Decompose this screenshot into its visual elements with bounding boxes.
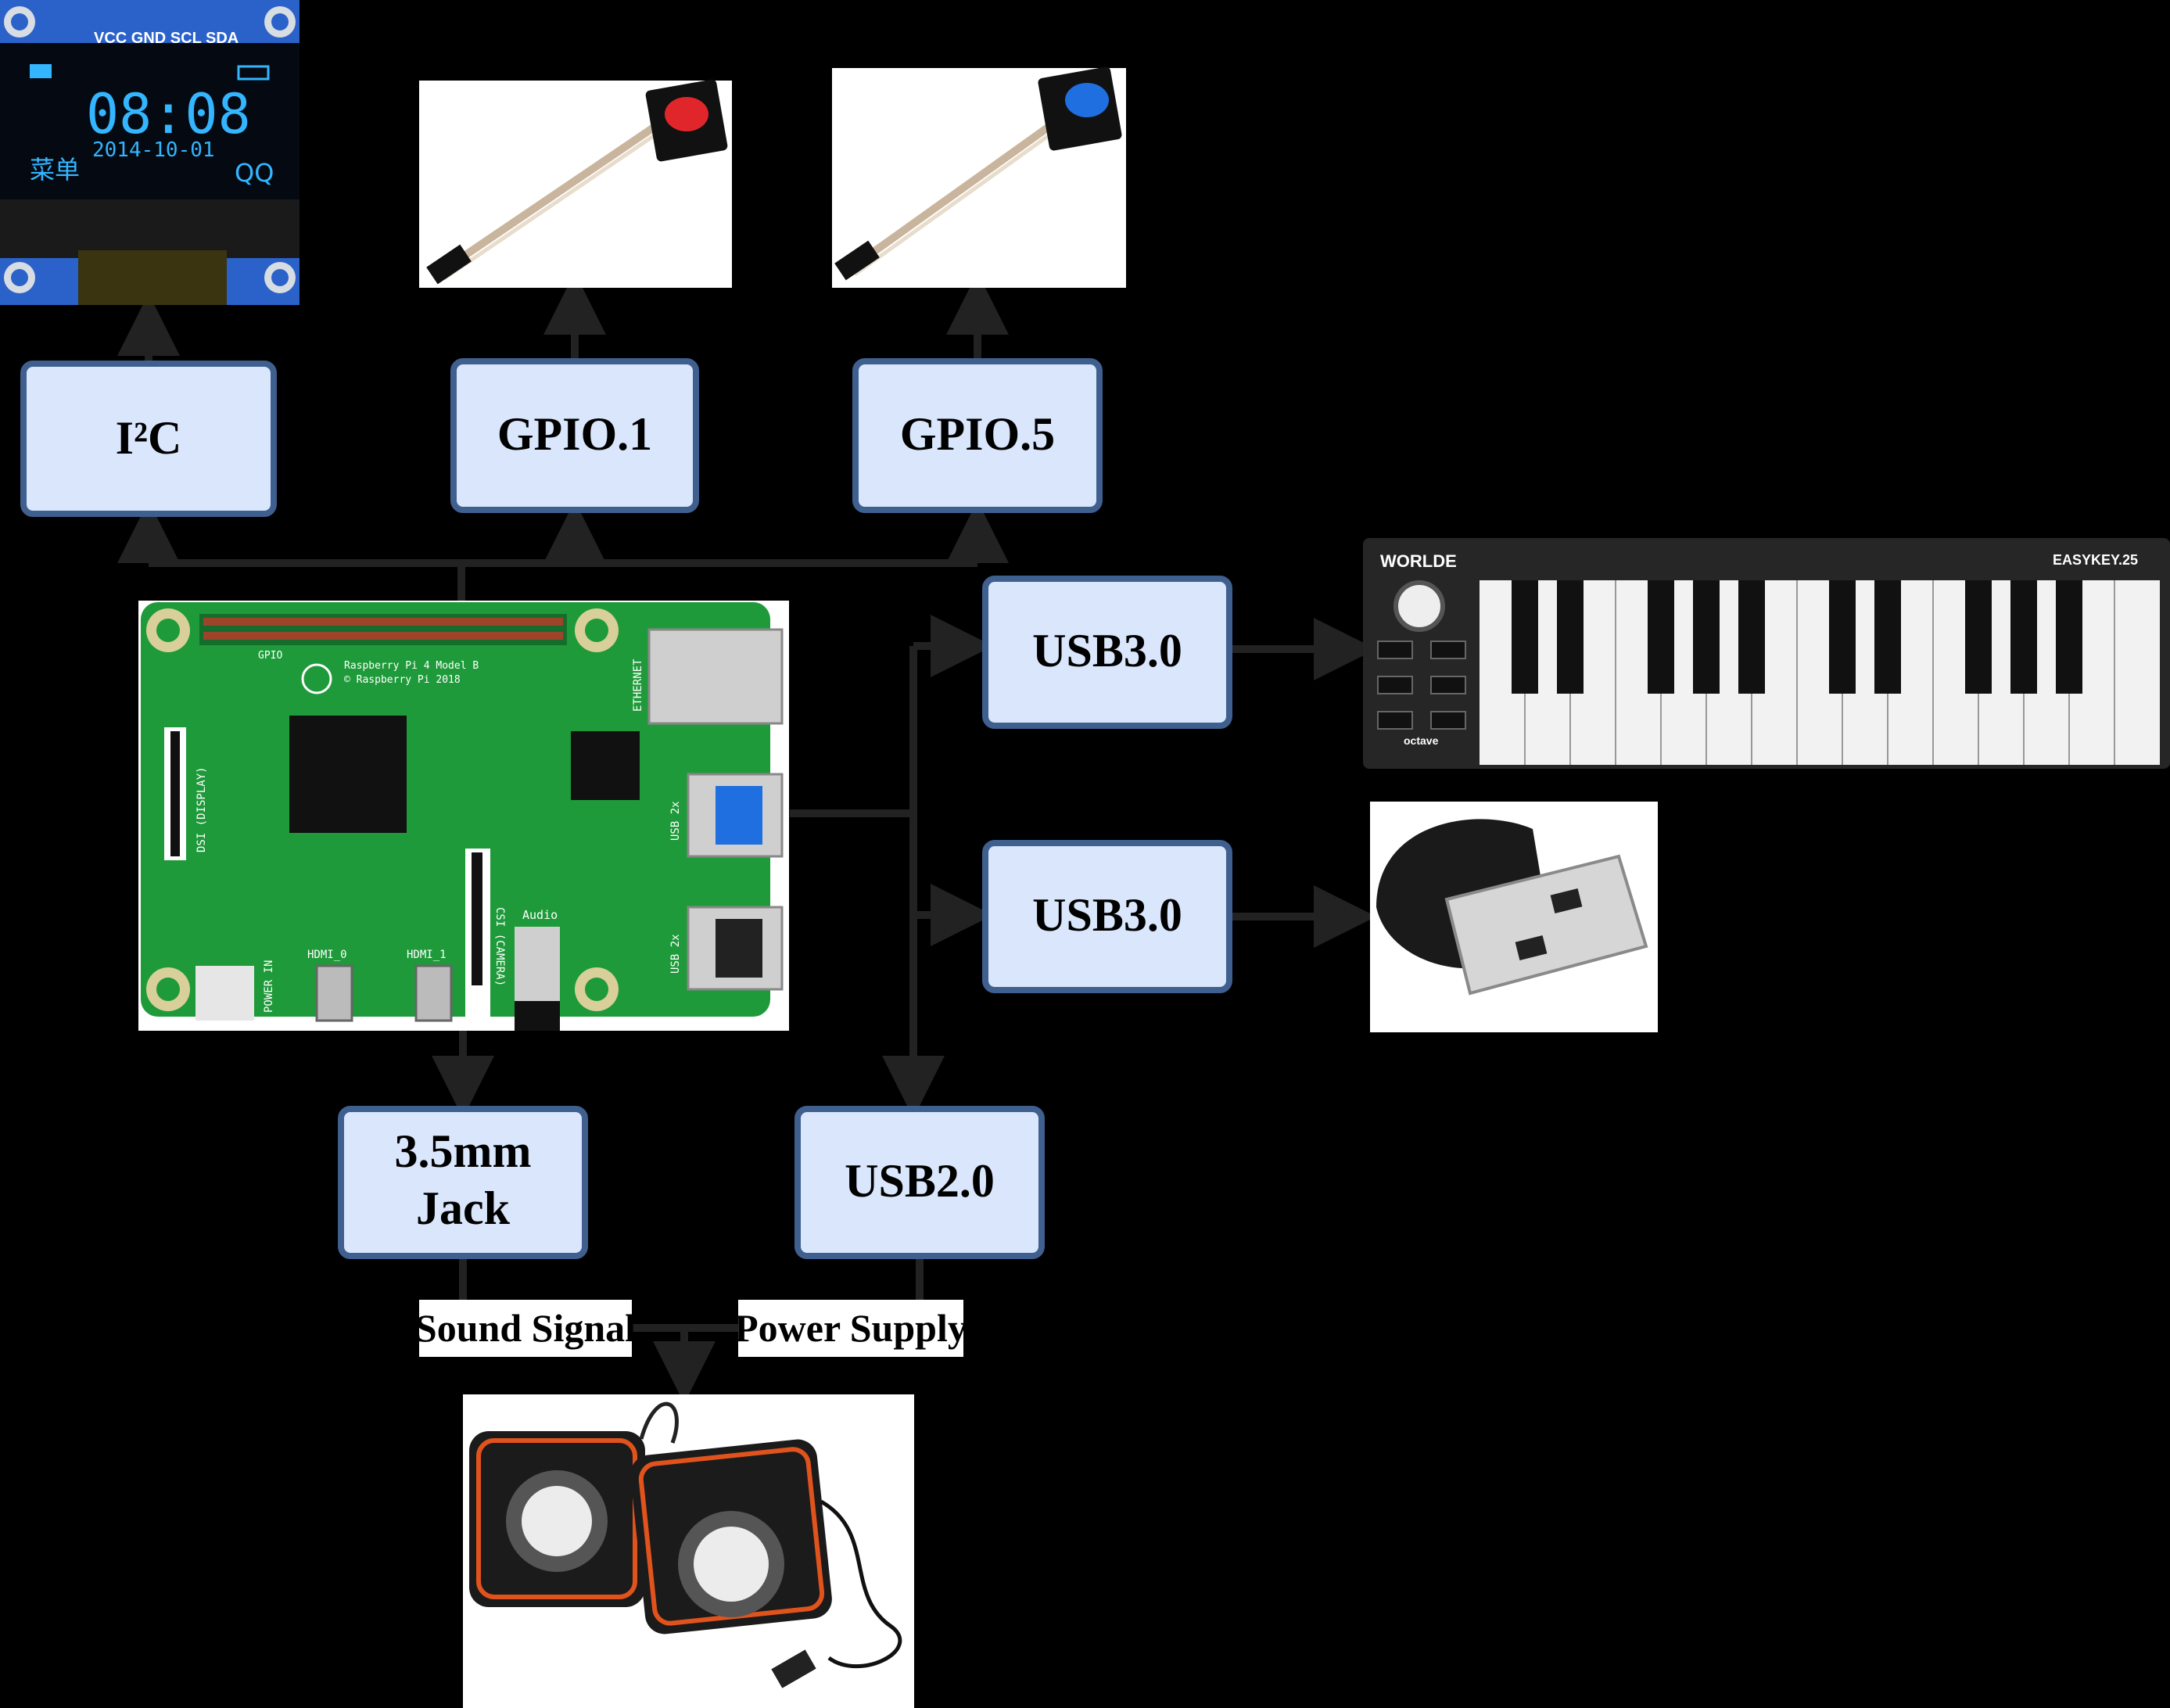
keyboard-brand-label: WORLDE — [1380, 551, 1457, 571]
hdmi0-port — [315, 964, 353, 1022]
black-key — [1965, 580, 1992, 694]
oled-pins-label: VCC GND SCL SDA — [94, 30, 239, 47]
oled-display-image: VCC GND SCL SDA 08:08 2014-10-01 菜单 QQ — [0, 0, 299, 305]
oled-time: 08:08 — [86, 82, 251, 146]
black-key — [2010, 580, 2037, 694]
black-key — [1829, 580, 1856, 694]
i2c-box: I²C — [20, 361, 277, 517]
red-button-image — [419, 79, 732, 288]
ram-chip — [571, 731, 640, 800]
gpio1-box: GPIO.1 — [450, 358, 699, 513]
blue-button-image — [832, 66, 1126, 288]
black-key — [1648, 580, 1674, 694]
black-key — [1512, 580, 1538, 694]
usb2-label: USB2.0 — [845, 1155, 995, 1207]
octave-down-icon — [1377, 711, 1413, 730]
pi-model-label: Raspberry Pi 4 Model B — [344, 660, 479, 672]
signal-icon — [30, 64, 52, 78]
red-button-cap — [665, 97, 708, 131]
pi-copyright-label: © Raspberry Pi 2018 — [344, 674, 461, 686]
connector-lines — [117, 272, 1376, 1404]
black-key — [2056, 580, 2082, 694]
volume-knob-icon — [1393, 580, 1445, 632]
pi-gpio-label: GPIO — [258, 650, 282, 662]
ethernet-port — [647, 628, 784, 725]
audio-jack — [515, 927, 560, 1001]
usb3-keyboard-box: USB3.0 — [982, 576, 1232, 729]
gpio5-label: GPIO.5 — [900, 408, 1055, 460]
blue-button-cap — [1065, 83, 1109, 117]
pi-audio-label: Audio — [522, 908, 558, 922]
i2c-label: I²C — [116, 412, 182, 464]
oled-date: 2014-10-01 — [92, 138, 215, 162]
usb3-mic-box: USB3.0 — [982, 840, 1232, 993]
pi-hdmi1-label: HDMI_1 — [407, 949, 447, 961]
usb2-box: USB2.0 — [794, 1106, 1045, 1259]
gpio5-box: GPIO.5 — [852, 358, 1103, 513]
keyboard-model-label: EASYKEY.25 — [2053, 552, 2138, 568]
black-key — [1693, 580, 1720, 694]
usb-c-power-port — [195, 966, 254, 1021]
hdmi1-port — [414, 964, 453, 1022]
oled-menu: 菜单 — [30, 155, 80, 185]
black-key — [1557, 580, 1584, 694]
usb3-keyboard-label: USB3.0 — [1032, 625, 1182, 676]
raspberry-pi-board-image: GPIO Raspberry Pi 4 Model B © Raspberry … — [138, 601, 789, 1031]
pi-csi-label: CSI (CAMERA) — [493, 907, 506, 986]
pi-ethernet-label: ETHERNET — [632, 658, 644, 712]
pi-dsi-label: DSI (DISPLAY) — [195, 766, 208, 852]
pi-hdmi0-label: HDMI_0 — [307, 949, 347, 961]
pi-usb-a-label: USB 2x — [669, 801, 682, 841]
power-supply-tag: Power Supply — [734, 1300, 967, 1357]
octave-up-icon — [1430, 711, 1466, 730]
sound-signal-label: Sound Signal — [415, 1306, 636, 1350]
battery-icon — [237, 65, 270, 81]
oled-qq: QQ — [235, 158, 274, 188]
pi-power-in-label: POWER IN — [263, 960, 275, 1013]
soc-chip — [289, 716, 407, 833]
midi-keyboard-image: WORLDE EASYKEY.25 octave — [1363, 538, 2170, 769]
black-key — [1738, 580, 1765, 694]
speakers-image — [463, 1394, 914, 1708]
jack-box: 3.5mm Jack — [338, 1106, 588, 1259]
usb-microphone-image — [1370, 802, 1658, 1032]
jack-label-line1: 3.5mm — [395, 1125, 532, 1177]
pi-usb-b-label: USB 2x — [669, 934, 682, 974]
black-key — [1874, 580, 1901, 694]
keyboard-octave-label: octave — [1404, 734, 1439, 747]
white-keys — [1480, 580, 2160, 765]
sound-signal-tag: Sound Signal — [415, 1300, 636, 1357]
piano-keys — [1512, 580, 2115, 765]
gpio1-label: GPIO.1 — [497, 408, 652, 460]
power-supply-label: Power Supply — [734, 1306, 967, 1350]
usb3-mic-label: USB3.0 — [1032, 889, 1182, 941]
raspberry-logo-icon — [301, 663, 332, 694]
jack-label-line2: Jack — [416, 1182, 511, 1234]
